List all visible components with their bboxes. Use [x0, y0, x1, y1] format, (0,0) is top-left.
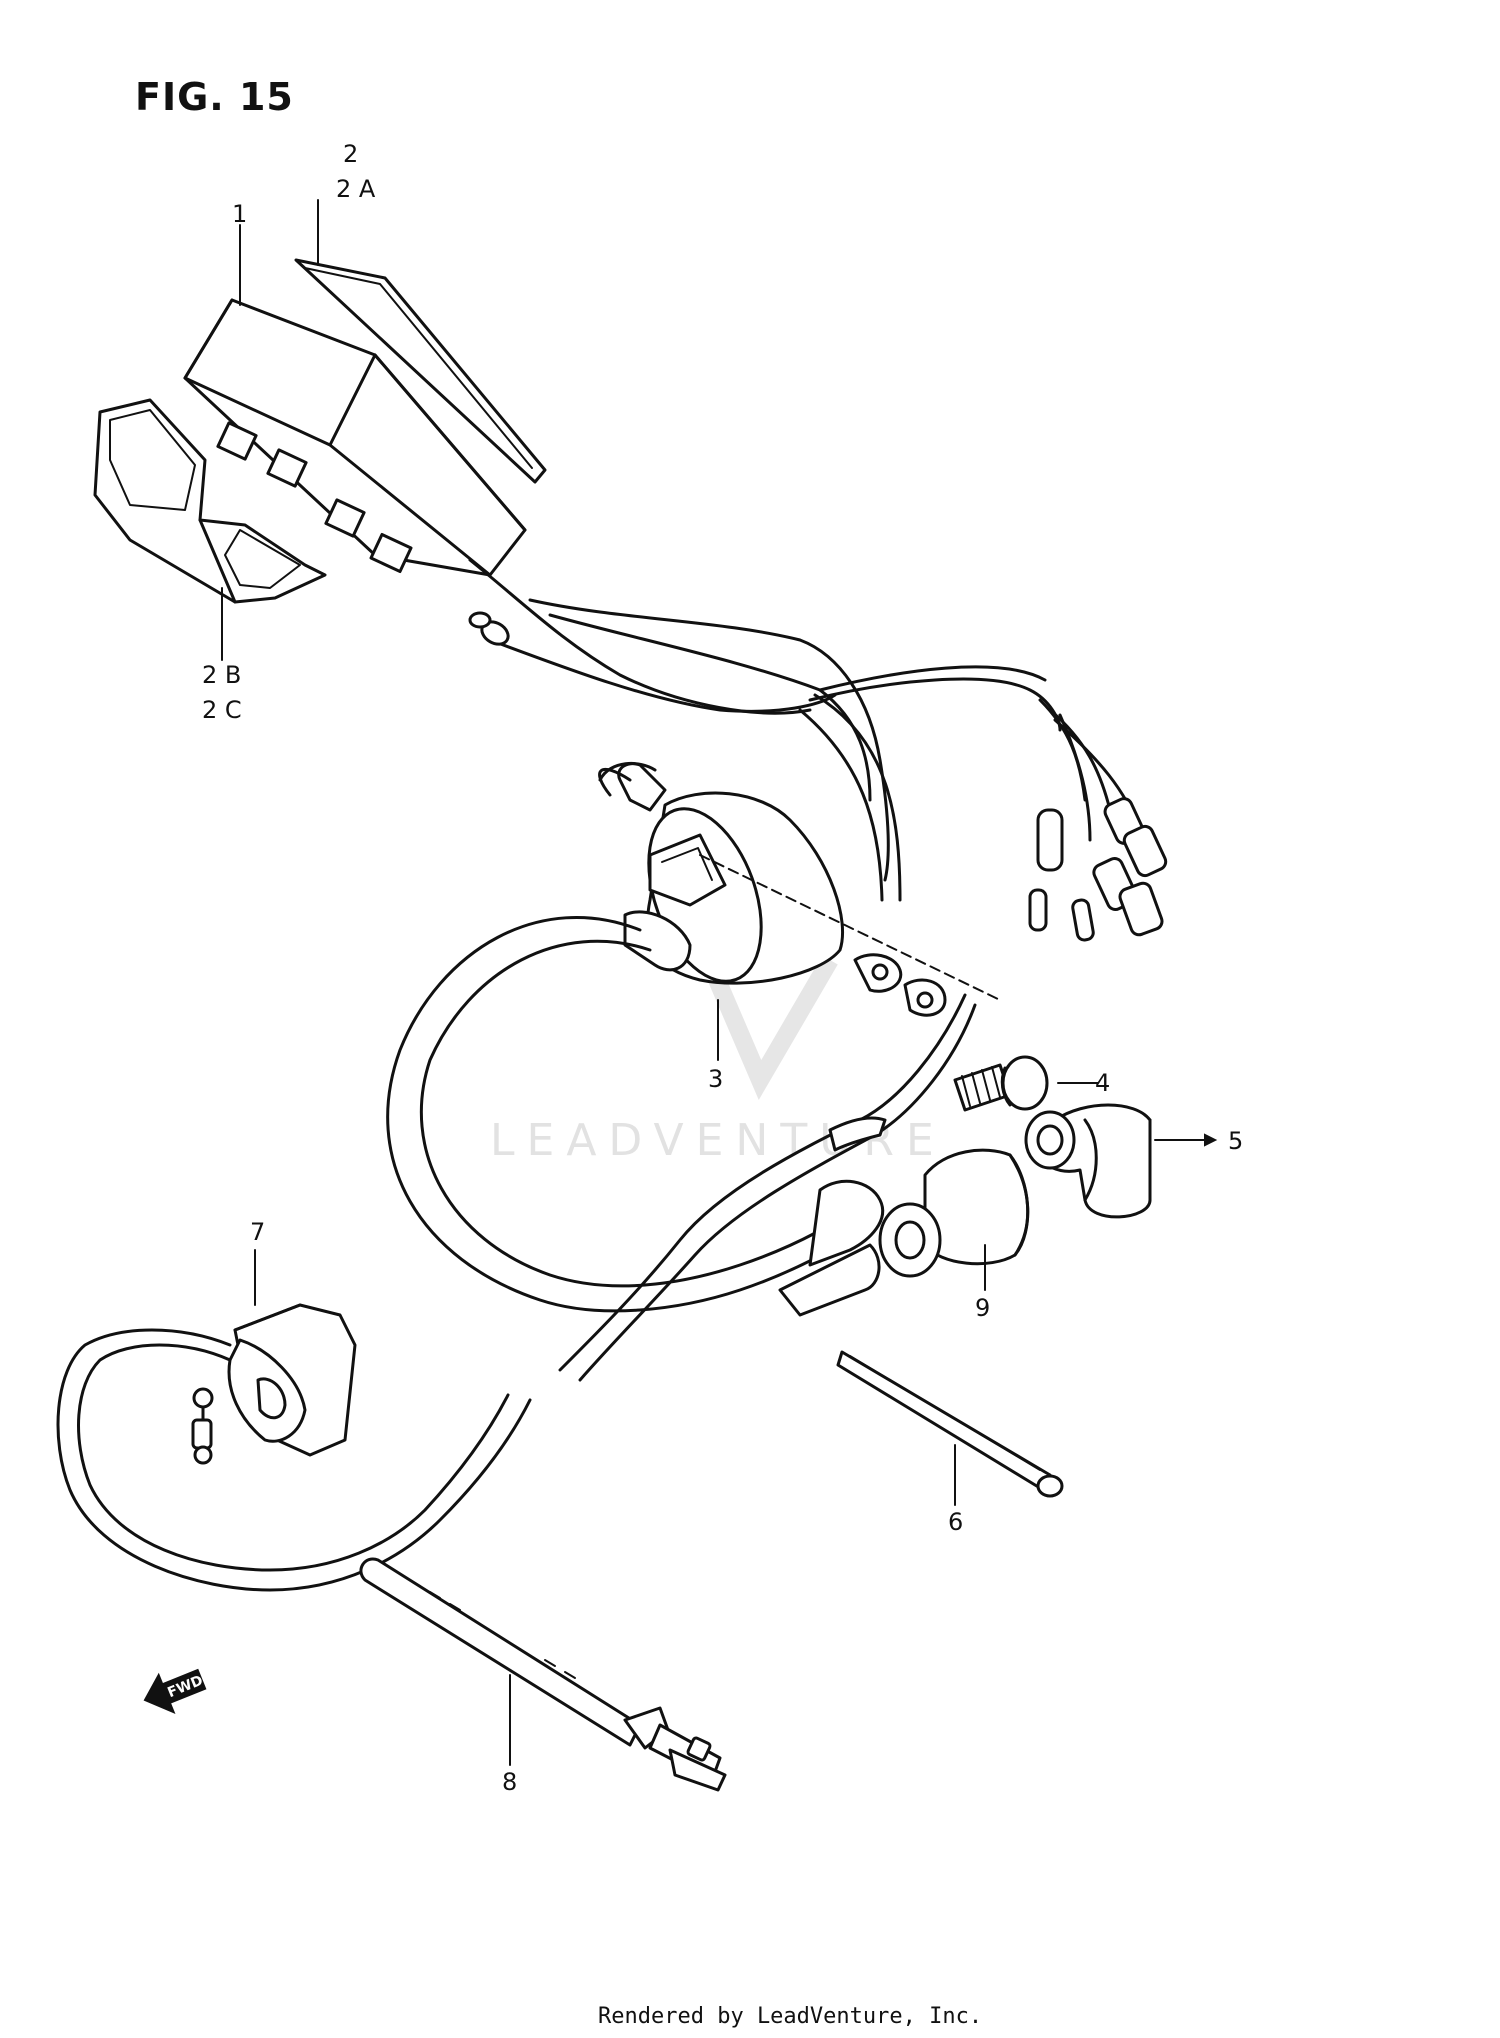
label-part-6[interactable]: 6: [948, 1508, 963, 1536]
part-rubber-boot[interactable]: [878, 1148, 1030, 1278]
label-part-2c[interactable]: 2 C: [202, 696, 242, 724]
part-labels: 1 2 2 A 2 B 2 C 3 4 5 6 7 8 9: [202, 140, 1243, 1796]
label-part-5[interactable]: 5: [1228, 1127, 1243, 1155]
label-part-2b[interactable]: 2 B: [202, 661, 241, 689]
label-part-2a[interactable]: 2 A: [336, 175, 376, 203]
label-part-9[interactable]: 9: [975, 1294, 990, 1322]
high-tension-lead: [386, 915, 977, 1382]
label-part-8[interactable]: 8: [502, 1768, 517, 1796]
footer-credit: Rendered by LeadVenture, Inc.: [598, 2004, 982, 2029]
part-mounting-bracket[interactable]: [93, 398, 327, 604]
part-cable-tie-long[interactable]: [359, 1557, 727, 1792]
leader-lines: [221, 199, 1211, 1766]
label-part-1[interactable]: 1: [232, 200, 247, 228]
part-cable-tie-short[interactable]: [836, 1350, 1064, 1498]
part-bolt[interactable]: [953, 1055, 1049, 1112]
label-part-3[interactable]: 3: [708, 1065, 723, 1093]
label-part-4[interactable]: 4: [1095, 1069, 1110, 1097]
wiring-harness: [468, 558, 1168, 942]
part-engine-stop-switch[interactable]: [56, 1303, 532, 1592]
part-spark-plug-cap[interactable]: [1024, 1103, 1152, 1219]
fwd-arrow-icon: FWD: [143, 1668, 207, 1715]
part-ignition-coil[interactable]: [598, 761, 1001, 1017]
figure-title: FIG. 15: [135, 75, 294, 119]
label-part-2[interactable]: 2: [343, 140, 358, 168]
part-gasket-plate[interactable]: [294, 258, 547, 484]
label-part-7[interactable]: 7: [250, 1218, 265, 1246]
part-cdi-unit[interactable]: [183, 298, 527, 577]
